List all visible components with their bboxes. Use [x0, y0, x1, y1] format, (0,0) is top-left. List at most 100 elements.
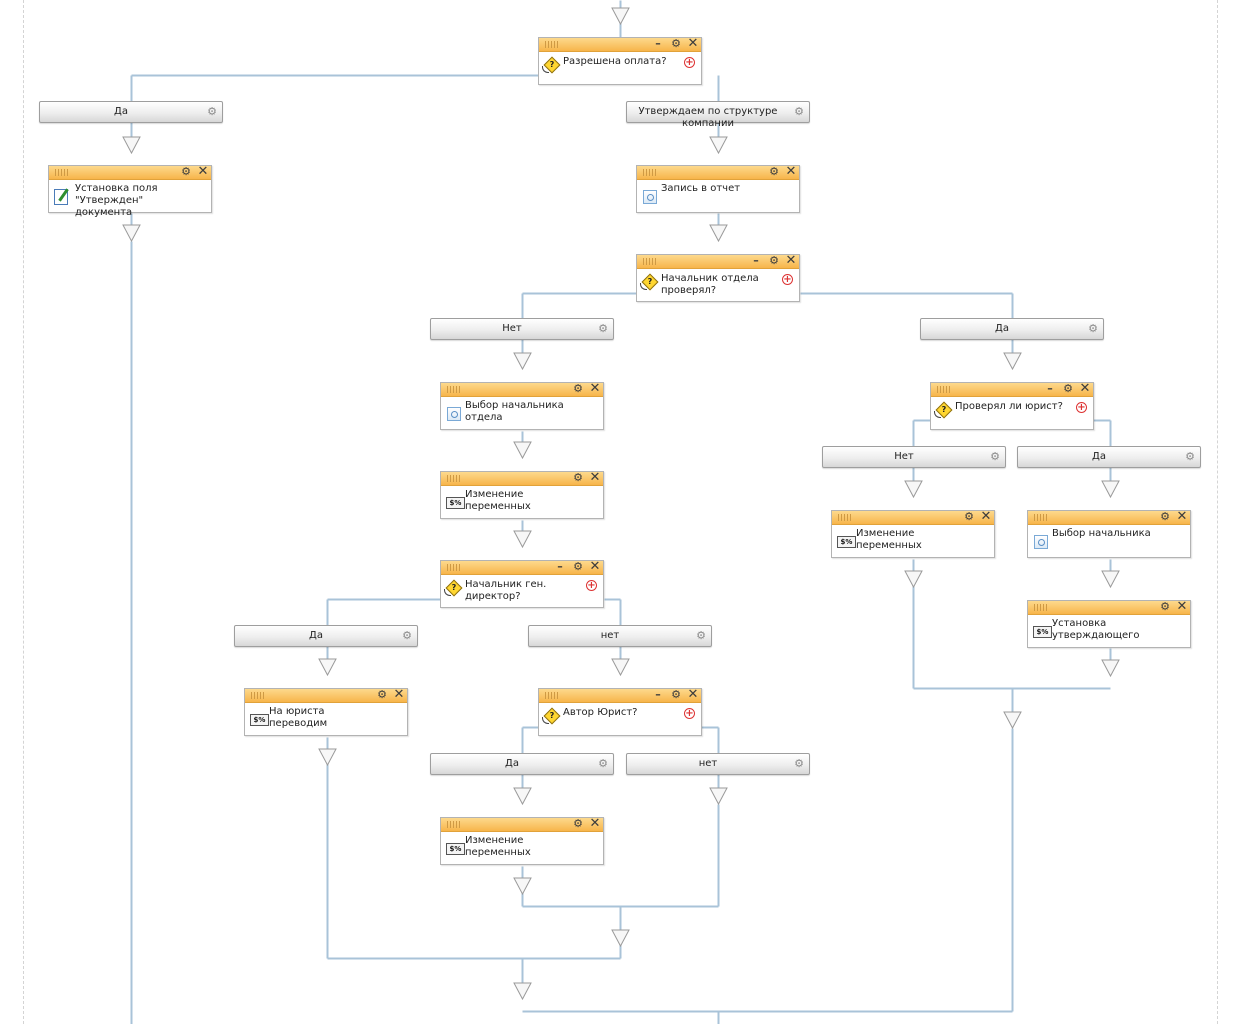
block-change-vars-2[interactable]: ✕⚙$%Изменение переменных — [440, 817, 604, 865]
block-header[interactable]: ✕ ⚙– — [441, 559, 603, 575]
minimize-icon[interactable]: – — [753, 254, 759, 267]
branch-gendir-no[interactable]: нет⚙ — [528, 625, 712, 647]
gear-icon[interactable]: ⚙ — [402, 629, 412, 642]
block-header[interactable]: ✕⚙ — [49, 164, 211, 180]
close-icon[interactable]: ✕ — [393, 687, 405, 702]
gear-icon[interactable]: ⚙ — [794, 105, 804, 118]
close-icon[interactable]: ✕ — [980, 509, 992, 524]
block-select-head[interactable]: ✕⚙Выбор начальника — [1027, 510, 1191, 558]
gear-icon[interactable]: ⚙ — [573, 817, 583, 830]
gear-icon[interactable]: ⚙ — [1185, 450, 1195, 463]
branch-payment-structure[interactable]: Утверждаем по структуре компании⚙ — [626, 101, 810, 129]
close-icon[interactable]: ✕ — [1176, 599, 1188, 614]
block-header[interactable]: ✕⚙ — [441, 816, 603, 832]
gear-icon[interactable]: ⚙ — [769, 254, 779, 267]
drag-handle-icon[interactable] — [1034, 604, 1049, 611]
gear-icon[interactable]: ⚙ — [377, 688, 387, 701]
close-icon[interactable]: ✕ — [589, 559, 601, 574]
close-icon[interactable]: ✕ — [1176, 509, 1188, 524]
gear-icon[interactable]: ⚙ — [573, 382, 583, 395]
block-set-field-approved[interactable]: ✕⚙Установка поля "Утвержден" документа — [48, 164, 212, 218]
gear-icon[interactable]: ⚙ — [671, 688, 681, 701]
branch-author-no[interactable]: нет⚙ — [626, 753, 810, 775]
block-set-approver[interactable]: ✕⚙$%Установка утверждающего — [1027, 600, 1191, 648]
minimize-icon[interactable]: – — [557, 560, 563, 573]
drag-handle-icon[interactable] — [447, 821, 462, 828]
close-icon[interactable]: ✕ — [785, 253, 797, 268]
block-header[interactable]: ✕⚙ — [1028, 509, 1190, 525]
gear-icon[interactable]: ⚙ — [181, 165, 191, 178]
drag-handle-icon[interactable] — [447, 386, 462, 393]
close-icon[interactable]: ✕ — [785, 164, 797, 179]
gear-icon[interactable]: ⚙ — [598, 757, 608, 770]
gear-icon[interactable]: ⚙ — [794, 757, 804, 770]
minimize-icon[interactable]: – — [655, 37, 661, 50]
block-cond-dept-head[interactable]: ✕⚙–?Начальник отдела проверял?+ — [636, 254, 800, 302]
close-icon[interactable]: ✕ — [589, 381, 601, 396]
gear-icon[interactable]: ⚙ — [696, 629, 706, 642]
gear-icon[interactable]: ⚙ — [769, 165, 779, 178]
block-select-dept-head[interactable]: ✕⚙Выбор начальника отдела — [440, 382, 604, 430]
close-icon[interactable]: ✕ — [589, 816, 601, 831]
minimize-icon[interactable]: – — [655, 688, 661, 701]
drag-handle-icon[interactable] — [545, 692, 560, 699]
gear-icon[interactable]: ⚙ — [598, 322, 608, 335]
block-header[interactable]: ✕⚙ — [832, 509, 994, 525]
plus-circle-icon[interactable]: + — [1076, 402, 1087, 413]
branch-author-yes[interactable]: Да⚙ — [430, 753, 614, 775]
plus-circle-icon[interactable]: + — [586, 580, 597, 591]
branch-dept-yes[interactable]: Да⚙ — [920, 318, 1104, 340]
plus-circle-icon[interactable]: + — [684, 708, 695, 719]
block-cond-lawyer-checked[interactable]: ✕⚙–?Проверял ли юрист?+ — [930, 382, 1094, 430]
drag-handle-icon[interactable] — [838, 514, 853, 521]
gear-icon[interactable]: ⚙ — [671, 37, 681, 50]
close-icon[interactable]: ✕ — [197, 164, 209, 179]
block-change-vars-3[interactable]: ✕⚙$%Изменение переменных — [831, 510, 995, 558]
branch-gendir-yes[interactable]: Да⚙ — [234, 625, 418, 647]
close-icon[interactable]: ✕ — [589, 470, 601, 485]
gear-icon[interactable]: ⚙ — [964, 510, 974, 523]
gear-icon[interactable]: ⚙ — [1088, 322, 1098, 335]
plus-circle-icon[interactable]: + — [684, 57, 695, 68]
block-record-report[interactable]: ✕⚙Запись в отчет — [636, 165, 800, 213]
gear-icon[interactable]: ⚙ — [1160, 510, 1170, 523]
block-header[interactable]: ✕⚙ — [637, 164, 799, 180]
block-header[interactable]: ✕⚙ — [1028, 599, 1190, 615]
branch-lawyer-yes[interactable]: Да⚙ — [1017, 446, 1201, 468]
gear-icon[interactable]: ⚙ — [573, 560, 583, 573]
gear-icon[interactable]: ⚙ — [207, 105, 217, 118]
block-header[interactable]: ✕⚙ — [441, 381, 603, 397]
gear-icon[interactable]: ⚙ — [1160, 600, 1170, 613]
minimize-icon[interactable]: – — [1047, 382, 1053, 395]
drag-handle-icon[interactable] — [937, 386, 952, 393]
gear-icon[interactable]: ⚙ — [573, 471, 583, 484]
close-icon[interactable]: ✕ — [687, 36, 699, 51]
drag-handle-icon[interactable] — [447, 564, 462, 571]
block-header[interactable]: ✕ ⚙– — [931, 381, 1093, 397]
block-change-vars-1[interactable]: ✕⚙$%Изменение переменных — [440, 471, 604, 519]
block-header[interactable]: ✕⚙ — [441, 470, 603, 486]
block-header[interactable]: ✕⚙ — [245, 687, 407, 703]
branch-lawyer-no[interactable]: Нет⚙ — [822, 446, 1006, 468]
drag-handle-icon[interactable] — [251, 692, 266, 699]
drag-handle-icon[interactable] — [545, 41, 560, 48]
drag-handle-icon[interactable] — [1034, 514, 1049, 521]
block-cond-author-lawyer[interactable]: ✕⚙–?Автор Юрист?+ — [538, 688, 702, 736]
drag-handle-icon[interactable] — [447, 475, 462, 482]
drag-handle-icon[interactable] — [643, 169, 658, 176]
block-header[interactable]: ✕ ⚙– — [539, 687, 701, 703]
block-header[interactable]: ✕ ⚙– — [539, 36, 701, 52]
block-cond-gen-director[interactable]: ✕⚙–?Начальник ген. директор?+ — [440, 560, 604, 608]
block-to-lawyer[interactable]: ✕⚙$%На юриста переводим — [244, 688, 408, 736]
gear-icon[interactable]: ⚙ — [1063, 382, 1073, 395]
close-icon[interactable]: ✕ — [1079, 381, 1091, 396]
close-icon[interactable]: ✕ — [687, 687, 699, 702]
drag-handle-icon[interactable] — [55, 169, 70, 176]
block-header[interactable]: ✕ ⚙– — [637, 253, 799, 269]
gear-icon[interactable]: ⚙ — [990, 450, 1000, 463]
drag-handle-icon[interactable] — [643, 258, 658, 265]
block-cond-payment[interactable]: ✕⚙–?Разрешена оплата?+ — [538, 37, 702, 85]
plus-circle-icon[interactable]: + — [782, 274, 793, 285]
branch-dept-no[interactable]: Нет⚙ — [430, 318, 614, 340]
branch-payment-yes[interactable]: Да⚙ — [39, 101, 223, 123]
